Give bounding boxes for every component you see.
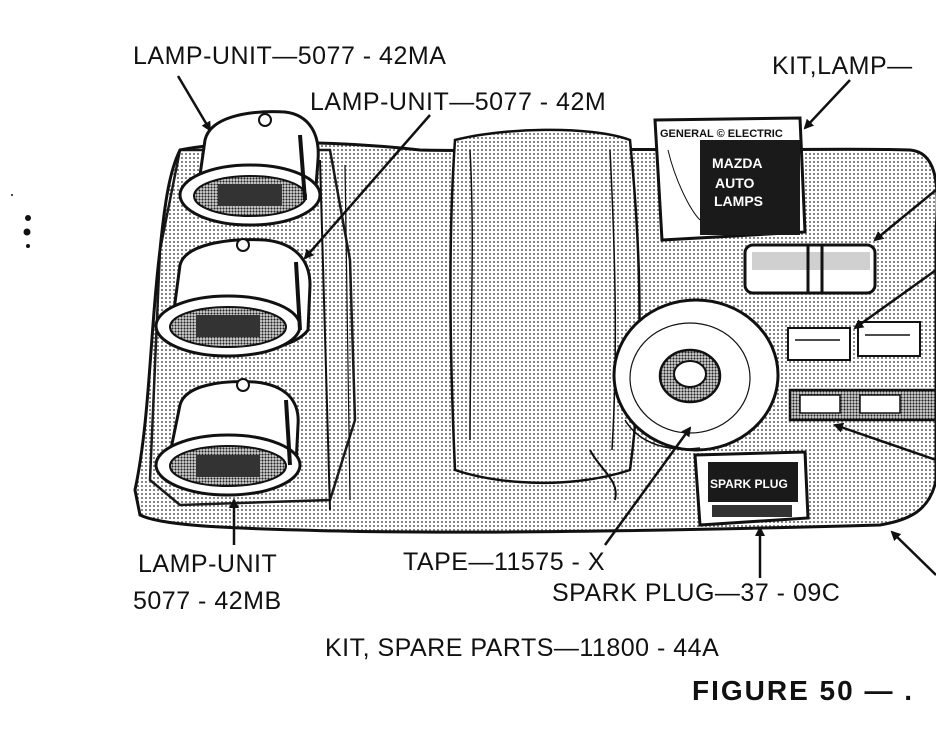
label-lamp-unit-42ma: LAMP-UNIT—5077 - 42MA xyxy=(133,42,447,70)
label-spark-plug: SPARK PLUG—37 - 09C xyxy=(552,579,841,607)
bulb-strip-icon xyxy=(788,388,936,422)
lamp-unit-icon xyxy=(178,110,322,227)
box-spark-plug-text: SPARK PLUG xyxy=(710,477,788,491)
box-auto-text: AUTO xyxy=(715,175,755,191)
lamp-kit-box-icon: GENERAL © ELECTRIC MAZDA AUTO LAMPS xyxy=(653,116,807,242)
fuse-icon xyxy=(743,243,877,295)
label-lamp-unit-42mb-line1: LAMP-UNIT xyxy=(138,550,278,578)
label-lamp-unit-42mb-line2: 5077 - 42MB xyxy=(133,587,282,615)
lamp-unit-icon xyxy=(154,238,312,358)
fuse-card-icon xyxy=(787,321,921,361)
leader-lines xyxy=(176,75,936,578)
spark-plug-box-icon: SPARK PLUG xyxy=(693,450,810,527)
box-brand-text: GENERAL © ELECTRIC xyxy=(660,128,783,140)
margin-mark xyxy=(11,194,31,248)
figure-caption: FIGURE 50 — . xyxy=(692,675,915,706)
folded-cloth xyxy=(449,128,641,485)
tape-roll-icon xyxy=(612,298,780,452)
box-mazda-text: MAZDA xyxy=(712,155,763,171)
box-lamps-text: LAMPS xyxy=(714,193,763,209)
lamp-unit-icon xyxy=(154,378,302,497)
label-lamp-unit-42m: LAMP-UNIT—5077 - 42M xyxy=(310,88,607,116)
label-kit-spare-parts: KIT, SPARE PARTS—11800 - 44A xyxy=(325,634,720,662)
label-kit-lamp: KIT,LAMP— xyxy=(772,52,913,80)
label-tape: TAPE—11575 - X xyxy=(403,548,605,576)
